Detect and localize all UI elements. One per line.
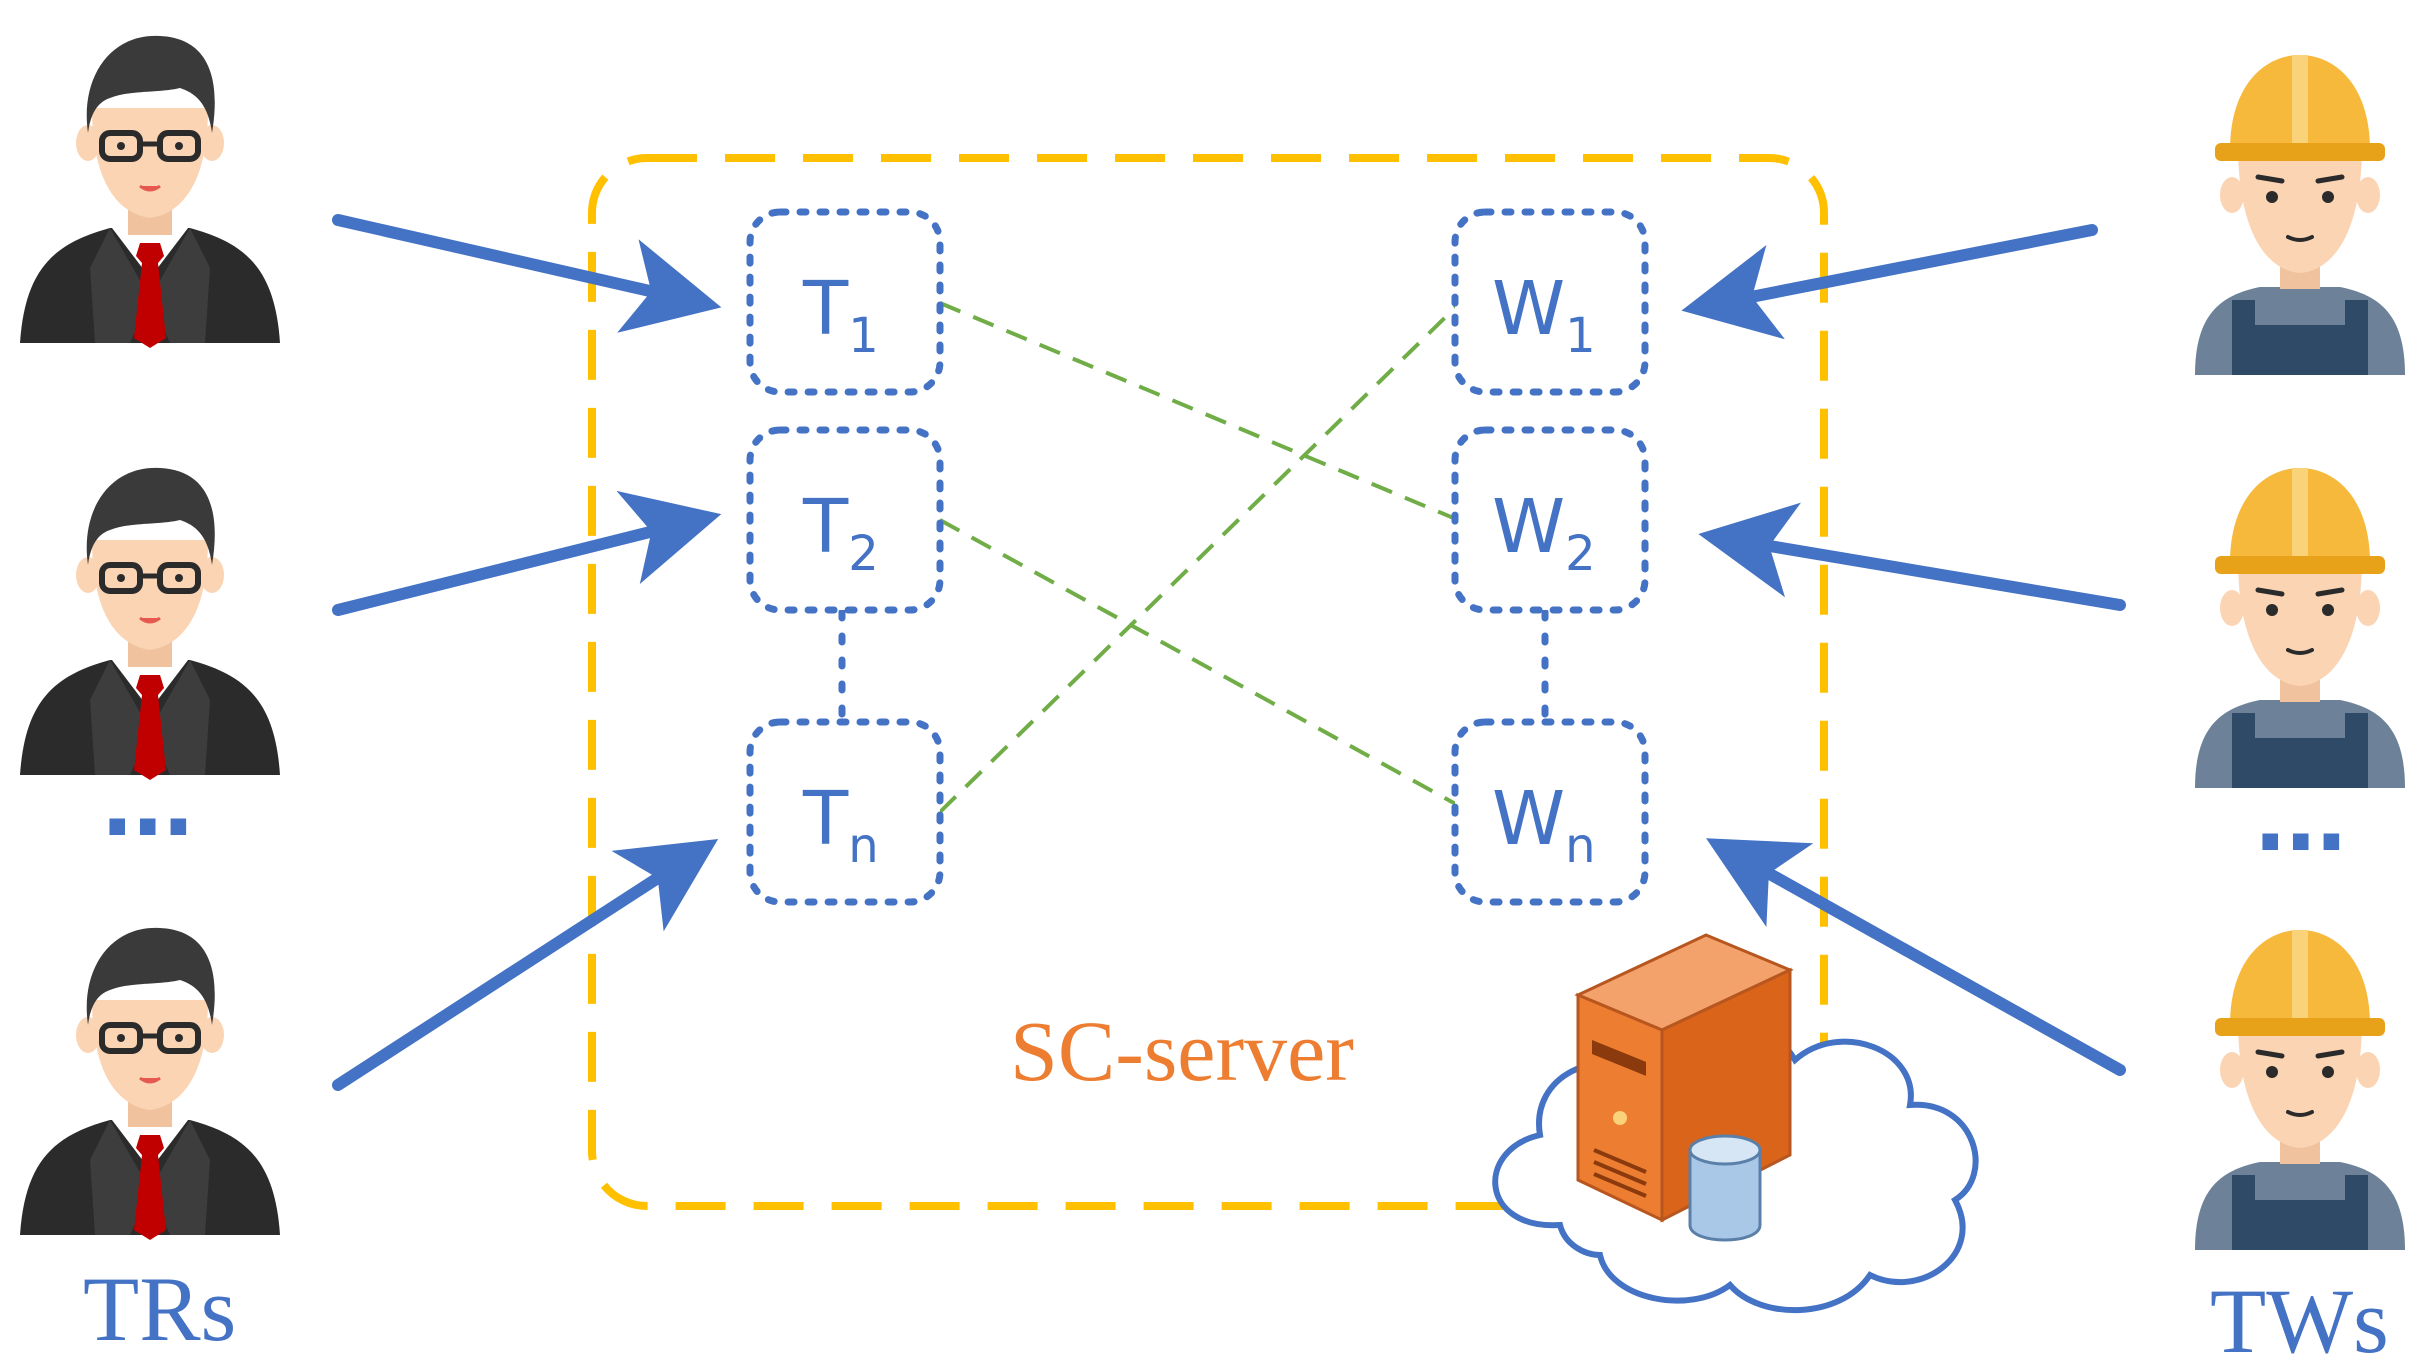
worker-1-label: W xyxy=(1492,266,1565,352)
workers-ellipsis: ... xyxy=(2255,751,2347,874)
worker-n-subscript: n xyxy=(1565,818,1595,874)
arrow-requester-n-to-tn xyxy=(332,838,719,1091)
requesters-label: TRs xyxy=(83,1258,236,1360)
arrow-worker-2-to-w2 xyxy=(1698,502,2126,611)
assignment-line-t2-wn xyxy=(939,518,1464,810)
worker-1-subscript: 1 xyxy=(1565,308,1596,364)
worker-2-subscript: 2 xyxy=(1565,526,1596,582)
svg-text:Tn: Tn xyxy=(802,776,879,874)
database-icon xyxy=(1688,1134,1762,1242)
task-1-subscript: 1 xyxy=(848,308,879,364)
workers-label: TWs xyxy=(2210,1270,2389,1372)
requester-icon-1 xyxy=(20,36,280,348)
requester-icon-2 xyxy=(20,468,280,780)
server-drive-bay xyxy=(1592,1040,1646,1076)
task-n-label: T xyxy=(802,776,849,862)
task-1-label: T xyxy=(802,266,849,352)
task-2-label: T xyxy=(802,484,849,570)
worker-box-1: W1 xyxy=(1451,208,1649,396)
worker-n-label: W xyxy=(1492,776,1565,862)
svg-text:T2: T2 xyxy=(802,484,879,582)
assignment-lines xyxy=(938,298,1465,814)
assignment-line-tn-w1 xyxy=(938,298,1465,814)
sc-server-label: SC-server xyxy=(1010,1003,1354,1099)
svg-text:W2: W2 xyxy=(1492,484,1596,582)
sc-server-boundary xyxy=(588,154,1828,1210)
arrow-requester-1-to-t1 xyxy=(332,214,722,333)
worker-icon-n xyxy=(2195,930,2405,1250)
svg-text:Wn: Wn xyxy=(1492,776,1596,874)
svg-text:W1: W1 xyxy=(1492,266,1596,364)
task-n-subscript: n xyxy=(848,818,878,874)
worker-arrows xyxy=(1681,224,2126,1076)
requester-arrows xyxy=(332,214,722,1091)
arrow-worker-n-to-wn xyxy=(1706,838,2126,1076)
worker-box-n: Wn xyxy=(1451,718,1649,906)
assignment-line-t1-w2 xyxy=(939,301,1464,524)
arrow-worker-1-to-w1 xyxy=(1681,224,2098,340)
worker-2-label: W xyxy=(1492,484,1565,570)
requester-icon-n xyxy=(20,928,280,1240)
requesters-ellipsis: ... xyxy=(102,736,194,859)
cloud-server-icon xyxy=(1492,933,1979,1313)
server-power-light xyxy=(1613,1111,1627,1125)
task-2-subscript: 2 xyxy=(848,526,879,582)
task-box-2: T2 xyxy=(746,426,944,614)
task-box-1: T1 xyxy=(746,208,944,396)
worker-icon-1 xyxy=(2195,55,2405,375)
server-vents xyxy=(1593,1148,1647,1198)
worker-icon-2 xyxy=(2195,468,2405,788)
arrow-requester-2-to-t2 xyxy=(332,490,722,616)
svg-text:T1: T1 xyxy=(802,266,879,364)
worker-box-2: W2 xyxy=(1451,426,1649,614)
task-box-n: Tn xyxy=(746,718,944,906)
